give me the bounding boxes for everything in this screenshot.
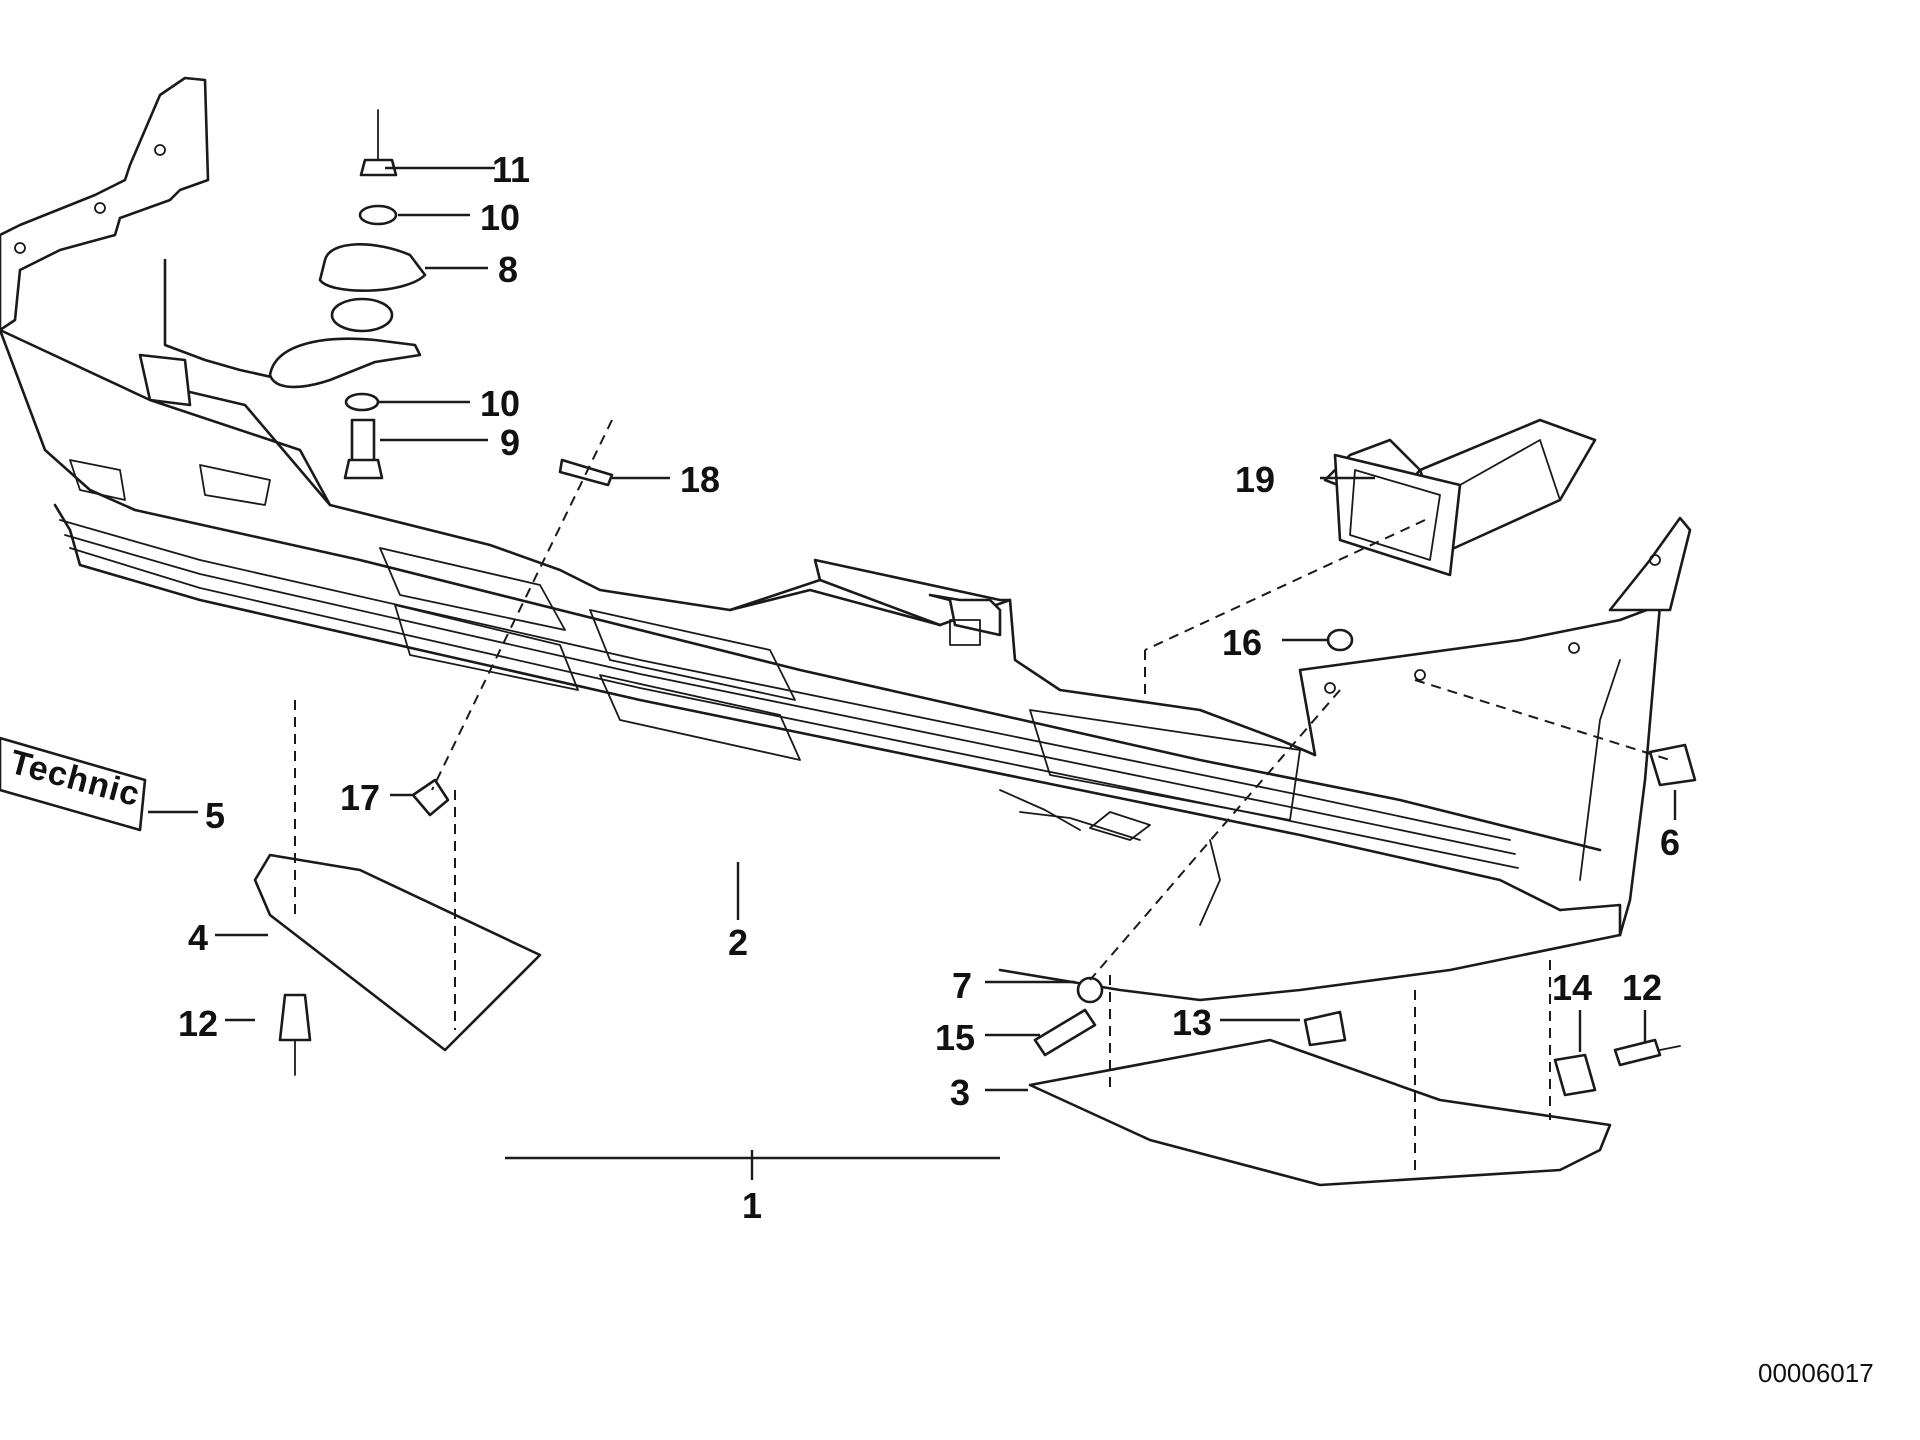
- callout-16: 16: [1222, 622, 1262, 663]
- callout-10a: 10: [480, 197, 520, 238]
- technic-badge: Technic: [0, 736, 147, 832]
- callout-labels: 1 2 3 4 5 6 7 8 9 10 10 11 12 12 13 14 1…: [178, 149, 1680, 1226]
- leader-lines: [148, 166, 1677, 1180]
- air-duct: [1323, 418, 1597, 577]
- callout-19: 19: [1235, 459, 1275, 500]
- callout-3: 3: [950, 1072, 970, 1113]
- callout-15: 15: [935, 1017, 975, 1058]
- callout-7: 7: [952, 965, 972, 1006]
- callout-8: 8: [498, 249, 518, 290]
- callout-14: 14: [1552, 967, 1592, 1008]
- callout-13: 13: [1172, 1002, 1212, 1043]
- assembly-lines: [294, 419, 1671, 1170]
- callout-5: 5: [205, 795, 225, 836]
- callout-6: 6: [1660, 822, 1680, 863]
- reference-number: 00006017: [1758, 1358, 1874, 1388]
- callout-1: 1: [742, 1185, 762, 1226]
- callout-10b: 10: [480, 383, 520, 424]
- callout-11: 11: [492, 149, 530, 190]
- callout-12a: 12: [178, 1003, 218, 1044]
- callout-12b: 12: [1622, 967, 1662, 1008]
- callout-4: 4: [188, 917, 208, 958]
- bottom-plates: [253, 853, 1612, 1187]
- callout-18: 18: [680, 459, 720, 500]
- callout-2: 2: [728, 922, 748, 963]
- callout-9: 9: [500, 422, 520, 463]
- mounting-stack: [268, 109, 427, 480]
- callout-17: 17: [340, 777, 380, 818]
